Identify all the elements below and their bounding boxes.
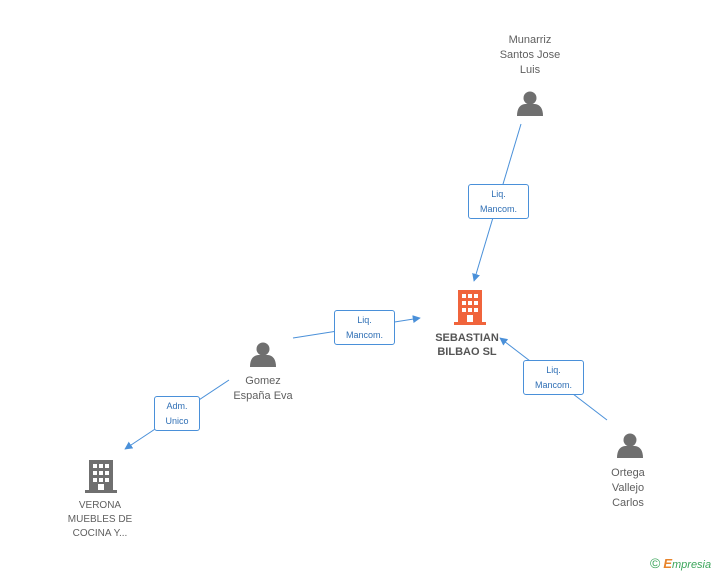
node-label-ortega[interactable]: Ortega Vallejo Carlos	[588, 466, 668, 511]
node-label-line: BILBAO SL	[437, 346, 497, 358]
node-label-line: VERONA	[78, 500, 122, 511]
edge-label-munarriz-sebastian[interactable]: Liq. Mancom.	[468, 184, 529, 219]
node-label-line: Santos Jose	[499, 49, 561, 61]
node-label-line: COCINA Y...	[72, 528, 128, 539]
edge-label-gomez-verona[interactable]: Adm. Unico	[154, 396, 200, 431]
node-label-line: Luis	[519, 64, 541, 76]
person-icon[interactable]	[617, 433, 643, 459]
node-label-line: Ortega	[611, 467, 645, 479]
node-label-line: MUEBLES DE	[67, 514, 133, 525]
node-label-line: Carlos	[612, 497, 644, 509]
node-label-gomez[interactable]: Gomez España Eva	[211, 374, 315, 404]
node-label-line: Gomez	[245, 375, 281, 387]
node-label-sebastian[interactable]: SEBASTIAN BILBAO SL	[420, 331, 514, 359]
node-label-munarriz[interactable]: Munarriz Santos Jose Luis	[478, 33, 582, 78]
building-icon[interactable]	[454, 290, 486, 325]
edge-label-line: Mancom.	[345, 330, 383, 340]
node-label-verona[interactable]: VERONA MUEBLES DE COCINA Y...	[52, 499, 148, 541]
node-label-line: Vallejo	[611, 482, 645, 494]
node-label-line: SEBASTIAN	[435, 332, 499, 344]
edge-label-ortega-sebastian[interactable]: Liq. Mancom.	[523, 360, 584, 395]
edge-label-gomez-sebastian[interactable]: Liq. Mancom.	[334, 310, 395, 345]
copyright-icon: ©	[650, 555, 661, 571]
building-icon[interactable]	[85, 460, 117, 493]
edge-label-line: Mancom.	[534, 380, 572, 390]
person-icon[interactable]	[517, 91, 543, 117]
edge-label-line: Liq.	[491, 189, 506, 199]
brand-name: mpresia	[672, 559, 712, 571]
node-label-line: España Eva	[233, 390, 293, 402]
edge-label-line: Liq.	[546, 365, 561, 375]
empresia-logo: ©Empresia	[650, 555, 711, 571]
edge-label-line: Adm.	[166, 401, 188, 411]
edge-label-line: Unico	[165, 416, 189, 426]
brand-initial: E	[663, 556, 672, 571]
edge-label-line: Mancom.	[479, 204, 517, 214]
node-label-line: Munarriz	[508, 34, 552, 46]
edge-label-line: Liq.	[357, 315, 372, 325]
person-icon[interactable]	[250, 342, 276, 368]
